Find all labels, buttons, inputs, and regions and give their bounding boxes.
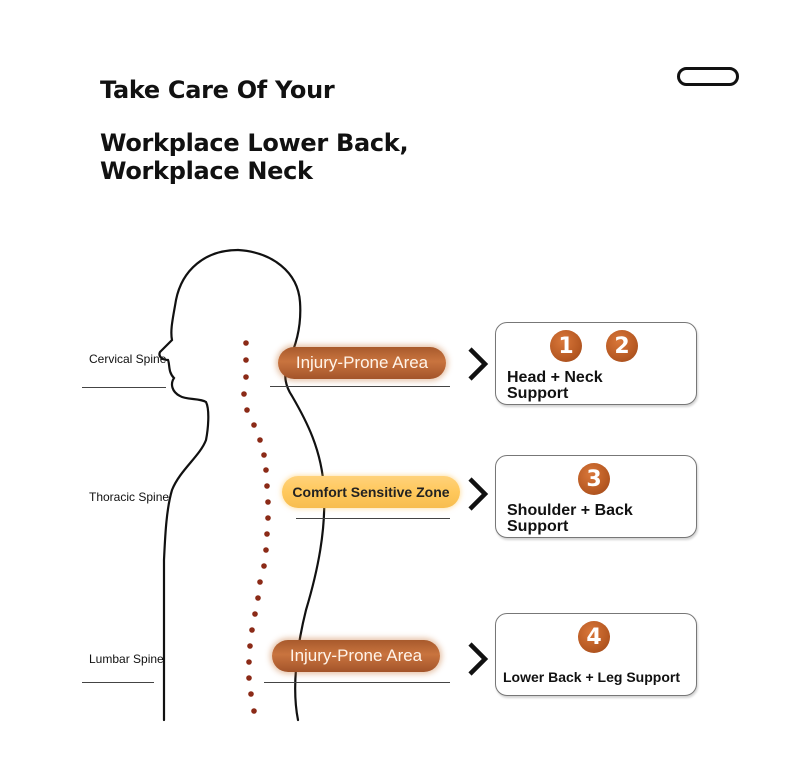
card-line-1: Shoulder + Back: [507, 502, 633, 519]
back-profile-line: [236, 248, 326, 722]
spine-dot: [264, 483, 270, 489]
spine-dot: [247, 643, 253, 649]
spine-dot: [257, 437, 263, 443]
zone-label: Injury-Prone Area: [289, 646, 423, 665]
spine-dot: [243, 357, 249, 363]
spine-dot: [251, 708, 257, 714]
front-profile-line: [158, 248, 240, 722]
comfort-sensitive-badge: Comfort Sensitive Zone: [282, 476, 460, 508]
card-line-1: Lower Back + Leg Support: [503, 669, 680, 685]
spine-dot: [251, 422, 257, 428]
pill-outline-icon: [677, 67, 739, 86]
label-thoracic-spine: Thoracic Spine: [89, 490, 170, 504]
number-badge-4: 4: [578, 621, 610, 653]
cervical-rule: [82, 387, 166, 388]
spine-dot: [264, 531, 270, 537]
injury-prone-badge-upper: Injury-Prone Area: [278, 347, 446, 379]
chevron-right-icon: [468, 477, 489, 511]
label-lumbar-spine: Lumbar Spine: [89, 652, 164, 666]
zone-rule-lower: [264, 682, 450, 683]
chevron-right-icon: [468, 347, 489, 381]
number-badge-1: 1: [550, 330, 582, 362]
spine-dot: [265, 515, 271, 521]
spine-dot: [252, 611, 258, 617]
card-line-2: Support: [507, 518, 569, 535]
spine-dot: [255, 595, 261, 601]
spine-dot: [263, 547, 269, 553]
spine-dot: [246, 659, 252, 665]
injury-prone-badge-lower: Injury-Prone Area: [272, 640, 440, 672]
spine-dot: [241, 391, 247, 397]
card-head-neck-support: 1 2 Head + Neck Support: [495, 322, 697, 405]
spine-dot: [246, 675, 252, 681]
title-line-2: Workplace Lower Back,: [100, 129, 409, 157]
zone-label: Comfort Sensitive Zone: [292, 484, 450, 500]
zone-label: Injury-Prone Area: [295, 353, 429, 372]
zone-rule-middle: [296, 518, 450, 519]
number-badge-3: 3: [578, 463, 610, 495]
spine-dot: [244, 407, 250, 413]
spine-dot: [249, 627, 255, 633]
card-line-1: Head + Neck: [507, 369, 603, 386]
chevron-right-icon: [468, 642, 489, 676]
number-badge-2: 2: [606, 330, 638, 362]
lumbar-rule: [82, 682, 154, 683]
spine-dot: [265, 499, 271, 505]
spine-dot: [263, 467, 269, 473]
label-cervical-spine: Cervical Spine: [89, 352, 167, 366]
zone-rule-upper: [270, 386, 450, 387]
spine-dot: [261, 452, 267, 458]
card-shoulder-back-support: 3 Shoulder + Back Support: [495, 455, 697, 538]
card-line-2: Support: [507, 385, 569, 402]
spine-dot: [243, 340, 249, 346]
spine-dot: [248, 691, 254, 697]
card-lower-back-leg-support: 4 Lower Back + Leg Support: [495, 613, 697, 696]
title-line-3: Workplace Neck: [100, 157, 313, 185]
spine-dot: [261, 563, 267, 569]
spine-dot: [243, 374, 249, 380]
spine-dots: [241, 340, 271, 714]
spine-dot: [257, 579, 263, 585]
title-line-1: Take Care Of Your: [100, 76, 335, 104]
